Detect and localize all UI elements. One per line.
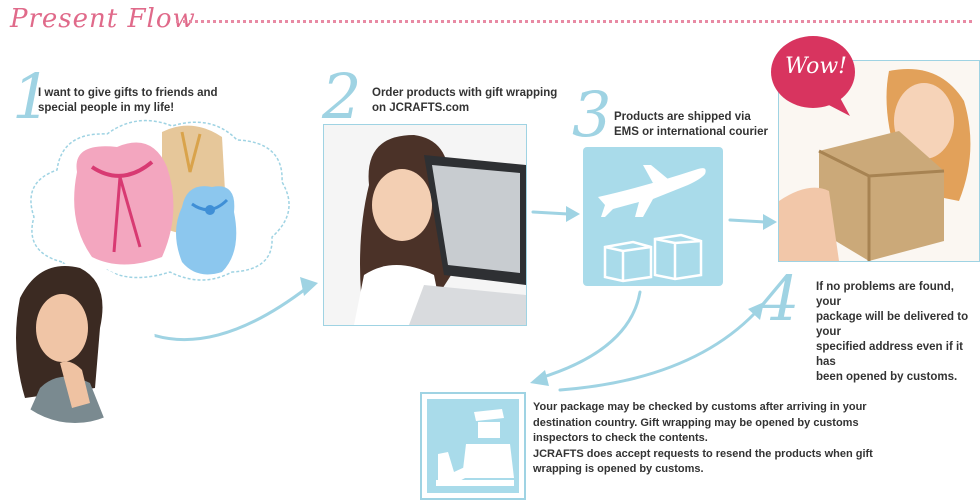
step-4-text: If no problems are found, your package w… — [816, 281, 969, 383]
page-title: Present Flow — [10, 4, 196, 34]
step-1-number: 1 — [12, 60, 52, 133]
woman-with-package-photo — [779, 61, 979, 261]
step-1-text: I want to give gifts to friends and spec… — [38, 87, 218, 114]
boxes-icon — [603, 233, 703, 283]
step-4-number: 4 — [760, 262, 800, 335]
woman-laptop-photo — [324, 125, 526, 325]
title-dotted-line — [176, 20, 972, 23]
step-2-text: Order products with gift wrapping on JCR… — [372, 87, 558, 114]
flow-arrow-icon — [728, 218, 767, 224]
step-3-number: 3 — [572, 78, 612, 151]
wow-badge — [771, 36, 855, 116]
step-4-photo-frame — [778, 60, 980, 262]
wow-badge-text: Wow! — [784, 54, 848, 79]
customs-text: Your package may be checked by customs a… — [533, 401, 873, 475]
flow-arrow-icon — [538, 290, 642, 380]
thinking-woman-photo — [0, 263, 155, 423]
gift-bags-cloud-illustration — [30, 119, 290, 281]
airplane-icon — [598, 165, 706, 217]
shipping-tile — [583, 147, 723, 286]
flow-arrow-icon — [531, 210, 570, 216]
flow-arrow-icon — [558, 311, 757, 392]
customs-officer-icon — [427, 399, 519, 493]
customs-frame — [420, 392, 526, 500]
step-3-text: Products are shipped via EMS or internat… — [614, 111, 768, 138]
step-2-number: 2 — [322, 60, 362, 133]
step-2-photo-frame — [323, 124, 527, 326]
